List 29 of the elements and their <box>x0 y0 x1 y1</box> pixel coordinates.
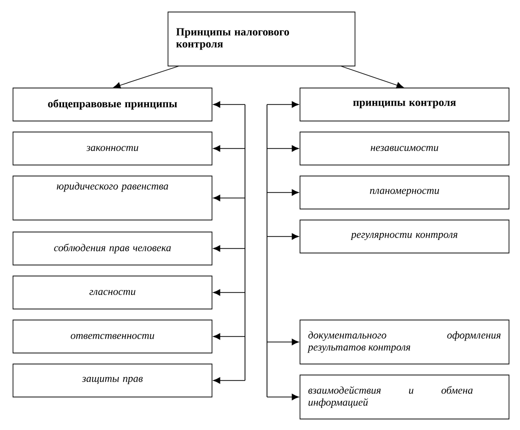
arrow <box>266 101 299 108</box>
arrow <box>266 189 299 196</box>
principle-box: юридического равенства <box>12 176 212 220</box>
arrow <box>213 289 246 296</box>
principle-box: планомерности <box>300 176 510 210</box>
arrow <box>213 377 246 384</box>
principle-box: гласности <box>12 276 212 310</box>
principle-box: ответственности <box>12 320 212 354</box>
arrow <box>266 233 299 240</box>
arrow <box>213 245 246 252</box>
arrow <box>113 66 179 88</box>
heading-box: принципы контроля <box>300 88 510 122</box>
principle-box: независимости <box>300 132 510 166</box>
arrow <box>213 101 246 108</box>
arrow <box>213 333 246 340</box>
heading-box: Принципы налогового контроля <box>168 12 356 66</box>
arrow <box>266 145 299 152</box>
arrow <box>340 66 404 88</box>
principle-box: защиты прав <box>12 364 212 398</box>
arrow <box>266 338 299 346</box>
principle-box: законности <box>12 132 212 166</box>
principle-box: документального оформления результатов контроля <box>300 320 510 364</box>
arrow <box>266 394 299 400</box>
principle-box: регулярности контроля <box>300 220 510 254</box>
principle-box: взаимодействия и обмена информацией <box>300 374 510 420</box>
principle-box: соблюдения прав человека <box>12 232 212 266</box>
arrow <box>213 194 246 202</box>
heading-box: общеправовые принципы <box>12 88 212 122</box>
arrow <box>213 145 246 152</box>
